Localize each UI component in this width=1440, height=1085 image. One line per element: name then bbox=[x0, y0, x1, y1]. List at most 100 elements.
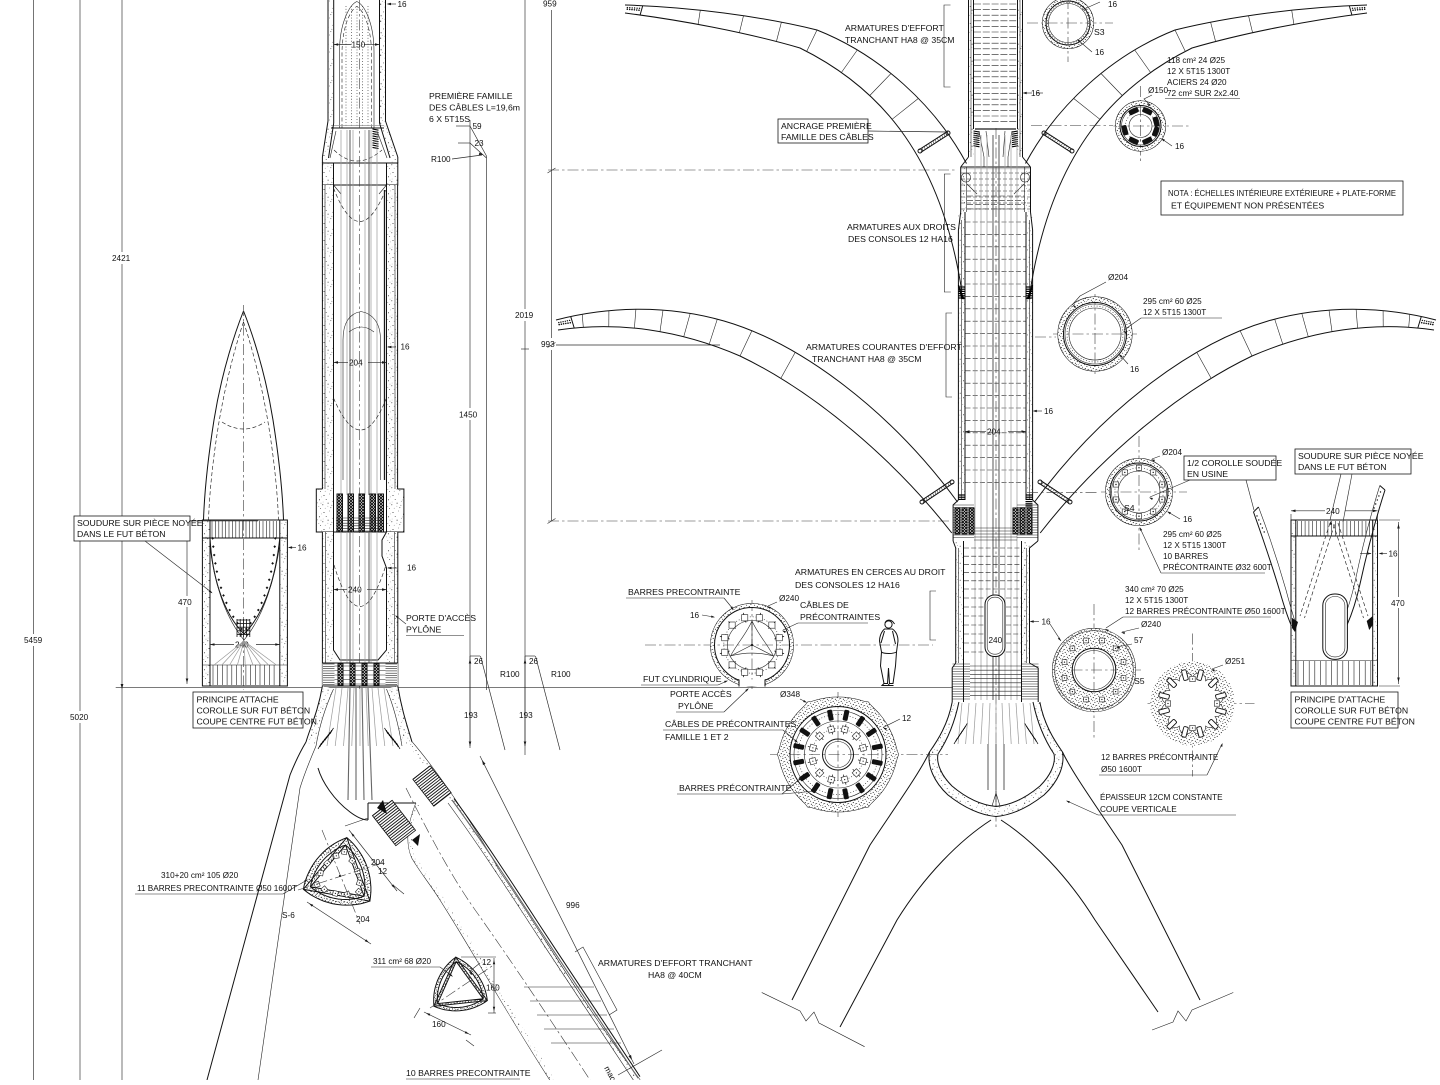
svg-text:DES CONSOLES 12 HA16: DES CONSOLES 12 HA16 bbox=[848, 234, 953, 244]
svg-text:Ø348: Ø348 bbox=[780, 690, 800, 699]
svg-text:Ø204: Ø204 bbox=[1162, 448, 1182, 457]
svg-text:295 cm² 60 Ø25: 295 cm² 60 Ø25 bbox=[1163, 530, 1222, 539]
svg-text:SOUDURE SUR PIÈCE NOYÉE: SOUDURE SUR PIÈCE NOYÉE bbox=[77, 518, 203, 528]
svg-text:16: 16 bbox=[1183, 515, 1193, 524]
svg-text:FAMILLE DES CÂBLES: FAMILLE DES CÂBLES bbox=[781, 132, 874, 142]
svg-text:193: 193 bbox=[519, 711, 533, 720]
svg-text:10 BARRES PRECONTRAINTE: 10 BARRES PRECONTRAINTE bbox=[406, 1068, 531, 1078]
svg-text:BARRES PRECONTRAINTE: BARRES PRECONTRAINTE bbox=[628, 587, 741, 597]
svg-text:S-6: S-6 bbox=[282, 911, 295, 920]
svg-text:16: 16 bbox=[1044, 407, 1054, 416]
svg-text:26: 26 bbox=[474, 657, 484, 666]
svg-text:12 BARRES PRÉCONTRAINTE Ø50 16: 12 BARRES PRÉCONTRAINTE Ø50 1600T bbox=[1125, 606, 1286, 616]
svg-text:16: 16 bbox=[398, 0, 408, 9]
svg-text:Ø240: Ø240 bbox=[779, 594, 799, 603]
svg-text:ANCRAGE PREMIÈRE: ANCRAGE PREMIÈRE bbox=[781, 121, 872, 131]
svg-text:PYLÔNE: PYLÔNE bbox=[678, 701, 713, 711]
svg-text:311 cm² 68 Ø20: 311 cm² 68 Ø20 bbox=[373, 957, 432, 966]
svg-text:ÉPAISSEUR 12CM CONSTANTE: ÉPAISSEUR 12CM CONSTANTE bbox=[1100, 792, 1223, 802]
svg-text:470: 470 bbox=[1391, 599, 1405, 608]
svg-text:S3: S3 bbox=[1094, 27, 1105, 37]
svg-text:1/2 COROLLE SOUDÉE: 1/2 COROLLE SOUDÉE bbox=[1187, 458, 1282, 468]
svg-text:204: 204 bbox=[987, 428, 1001, 437]
svg-text:COROLLE SUR FUT BÉTON: COROLLE SUR FUT BÉTON bbox=[1295, 705, 1409, 715]
svg-text:S4: S4 bbox=[1124, 503, 1135, 513]
svg-text:Ø204: Ø204 bbox=[1108, 273, 1128, 282]
svg-text:5459: 5459 bbox=[24, 636, 43, 645]
svg-text:PRÉCONTRAINTES: PRÉCONTRAINTES bbox=[800, 612, 880, 622]
svg-text:150: 150 bbox=[352, 41, 366, 50]
svg-text:295 cm² 60 Ø25: 295 cm² 60 Ø25 bbox=[1143, 297, 1202, 306]
svg-text:Ø150: Ø150 bbox=[1148, 86, 1168, 95]
svg-text:CÂBLES DE: CÂBLES DE bbox=[800, 600, 849, 610]
svg-text:2019: 2019 bbox=[515, 311, 534, 320]
svg-text:310+20 cm² 105 Ø20: 310+20 cm² 105 Ø20 bbox=[161, 871, 239, 880]
svg-text:R100: R100 bbox=[500, 670, 520, 679]
svg-text:DANS LE FUT BÉTON: DANS LE FUT BÉTON bbox=[77, 529, 166, 539]
svg-text:12 X 5T15 1300T: 12 X 5T15 1300T bbox=[1167, 67, 1230, 76]
svg-text:57: 57 bbox=[1134, 636, 1144, 645]
svg-text:PREMIÈRE FAMILLE: PREMIÈRE FAMILLE bbox=[429, 91, 513, 101]
svg-text:16: 16 bbox=[298, 544, 308, 553]
svg-text:Ø240: Ø240 bbox=[1141, 620, 1161, 629]
svg-text:R100: R100 bbox=[431, 155, 451, 164]
svg-text:340 cm² 70 Ø25: 340 cm² 70 Ø25 bbox=[1125, 585, 1184, 594]
svg-text:12 X 5T15 1300T: 12 X 5T15 1300T bbox=[1143, 308, 1206, 317]
svg-text:PRÉCONTRAINTE Ø32 600T: PRÉCONTRAINTE Ø32 600T bbox=[1163, 562, 1272, 572]
svg-text:240: 240 bbox=[989, 636, 1003, 645]
svg-text:16: 16 bbox=[1031, 89, 1041, 98]
svg-text:16: 16 bbox=[1108, 0, 1118, 9]
svg-text:10 BARRES: 10 BARRES bbox=[1163, 552, 1209, 561]
svg-text:240: 240 bbox=[348, 586, 362, 595]
svg-text:16: 16 bbox=[1175, 142, 1185, 151]
svg-text:ET ÉQUIPEMENT NON PRÉSENTÉES: ET ÉQUIPEMENT NON PRÉSENTÉES bbox=[1171, 201, 1324, 211]
svg-text:160: 160 bbox=[432, 1020, 446, 1029]
svg-text:16: 16 bbox=[690, 611, 700, 620]
svg-text:FAMILLE 1 ET 2: FAMILLE 1 ET 2 bbox=[665, 732, 729, 742]
svg-text:5020: 5020 bbox=[70, 713, 89, 722]
svg-text:959: 959 bbox=[543, 0, 557, 9]
svg-text:12 X 5T15 1300T: 12 X 5T15 1300T bbox=[1125, 596, 1188, 605]
svg-text:470: 470 bbox=[178, 598, 192, 607]
svg-text:204: 204 bbox=[349, 359, 363, 368]
svg-text:996: 996 bbox=[566, 901, 580, 910]
svg-text:TRANCHANT HA8 @ 35CM: TRANCHANT HA8 @ 35CM bbox=[845, 35, 955, 45]
svg-text:PRINCIPE ATTACHE: PRINCIPE ATTACHE bbox=[197, 694, 279, 704]
svg-text:COROLLE SUR FUT BÉTON: COROLLE SUR FUT BÉTON bbox=[197, 705, 311, 715]
svg-text:12: 12 bbox=[902, 714, 912, 723]
svg-text:26: 26 bbox=[529, 657, 539, 666]
svg-text:193: 193 bbox=[464, 711, 478, 720]
svg-text:S5: S5 bbox=[1134, 676, 1145, 686]
svg-text:ARMATURES D'EFFORT TRANCHANT: ARMATURES D'EFFORT TRANCHANT bbox=[598, 958, 753, 968]
svg-text:PORTE D'ACCÈS: PORTE D'ACCÈS bbox=[406, 613, 476, 623]
svg-text:118 cm² 24 Ø25: 118 cm² 24 Ø25 bbox=[1167, 56, 1226, 65]
svg-text:204: 204 bbox=[371, 858, 385, 867]
svg-text:COUPE CENTRE FUT BÉTON: COUPE CENTRE FUT BÉTON bbox=[1295, 716, 1415, 726]
svg-text:12: 12 bbox=[482, 958, 492, 967]
svg-text:16: 16 bbox=[1095, 48, 1105, 57]
svg-text:12: 12 bbox=[378, 867, 388, 876]
svg-text:PYLÔNE: PYLÔNE bbox=[406, 625, 441, 635]
svg-text:HA8 @ 40CM: HA8 @ 40CM bbox=[648, 970, 702, 980]
svg-text:6 X 5T15S: 6 X 5T15S bbox=[429, 114, 470, 124]
svg-text:Ø50 1600T: Ø50 1600T bbox=[1101, 765, 1142, 774]
svg-text:DES CÂBLES L=19,6m: DES CÂBLES L=19,6m bbox=[429, 103, 520, 113]
svg-text:R100: R100 bbox=[551, 670, 571, 679]
svg-text:COUPE VERTICALE: COUPE VERTICALE bbox=[1100, 805, 1177, 814]
svg-text:2421: 2421 bbox=[112, 254, 131, 263]
svg-text:ARMATURES COURANTES D'EFFORT: ARMATURES COURANTES D'EFFORT bbox=[806, 342, 962, 352]
svg-text:Ø251: Ø251 bbox=[1225, 657, 1245, 666]
svg-text:ARMATURES AUX DROITS: ARMATURES AUX DROITS bbox=[847, 222, 956, 232]
svg-text:59: 59 bbox=[473, 122, 483, 131]
svg-text:EN USINE: EN USINE bbox=[1187, 469, 1228, 479]
svg-text:ARMATURES D'EFFORT: ARMATURES D'EFFORT bbox=[845, 23, 945, 33]
svg-text:16: 16 bbox=[1130, 365, 1140, 374]
svg-text:11 BARRES PRECONTRAINTE Ø50 16: 11 BARRES PRECONTRAINTE Ø50 1600T bbox=[137, 884, 297, 893]
svg-text:204: 204 bbox=[356, 915, 370, 924]
svg-text:PRINCIPE D'ATTACHE: PRINCIPE D'ATTACHE bbox=[1295, 694, 1386, 704]
svg-text:16: 16 bbox=[407, 564, 417, 573]
svg-text:16: 16 bbox=[1042, 618, 1052, 627]
svg-text:12 X 5T15 1300T: 12 X 5T15 1300T bbox=[1163, 541, 1226, 550]
svg-text:NOTA : ÉCHELLES INTÉRIEURE EXT: NOTA : ÉCHELLES INTÉRIEURE EXTÉRIEURE + … bbox=[1168, 188, 1396, 198]
svg-text:72 cm² SUR 2x2.40: 72 cm² SUR 2x2.40 bbox=[1167, 89, 1239, 98]
